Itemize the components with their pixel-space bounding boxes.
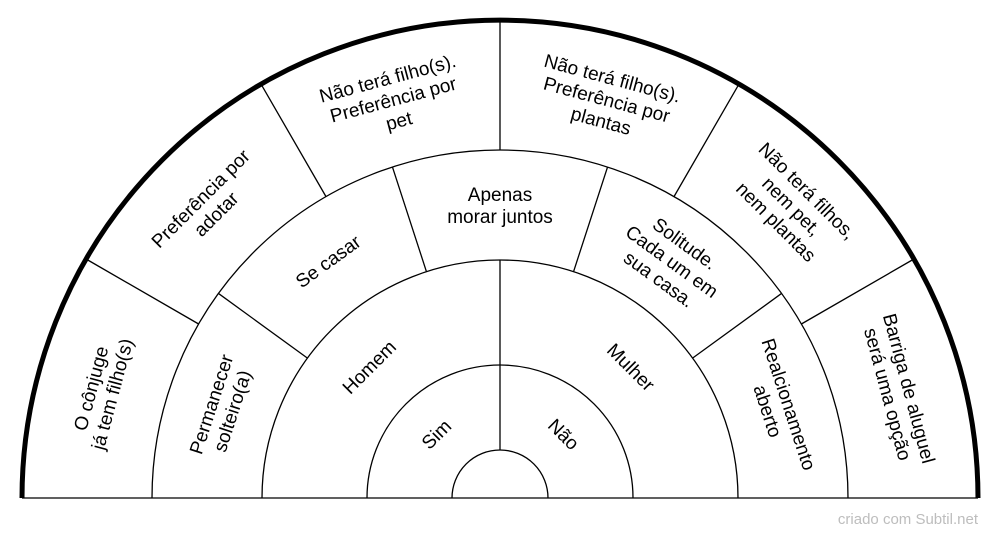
label-mulher: Mulher xyxy=(602,340,658,396)
ring-3-divider xyxy=(218,292,308,359)
label-permanecer-solteiro: Permanecersolteiro(a) xyxy=(186,351,259,463)
ring-4-divider xyxy=(260,83,327,197)
label-preferencia-pet: Não terá filho(s).Preferência porpet xyxy=(317,51,469,150)
ring-3-divider xyxy=(572,166,609,272)
watermark: criado com Subtil.net xyxy=(837,511,978,528)
label-se-casar: Se casar xyxy=(292,231,366,292)
label-relacionamento-aberto: Realcionamentoaberto xyxy=(736,336,819,480)
segment-labels: Sim Não Homem Mulher Permanecersolteiro(a) Se… xyxy=(67,51,939,480)
label-homem: Homem xyxy=(339,337,401,399)
label-conjuge-filho: O cônjugejá tem filho(s) xyxy=(67,331,138,453)
ring-3-divider xyxy=(391,166,428,272)
ring-lines xyxy=(19,17,981,499)
label-solitude: Solitude.Cada um emsua casa. xyxy=(608,204,734,321)
ring-4-divider xyxy=(801,258,915,325)
ring-arc-3 xyxy=(151,149,849,499)
ring-4-divider xyxy=(85,258,199,325)
label-sim: Sim xyxy=(418,416,456,454)
ring-4-divider xyxy=(673,83,740,197)
label-barriga-aluguel: Barriga de aluguelserá uma opção xyxy=(857,311,938,471)
label-preferencia-plantas: Não terá filho(s).Preferência porplantas xyxy=(530,51,682,150)
label-preferencia-adotar: Preferência poradotar xyxy=(148,145,271,268)
label-nao: Não xyxy=(543,415,582,454)
ring-arc-0 xyxy=(451,449,549,499)
ring-3-divider xyxy=(692,292,782,359)
